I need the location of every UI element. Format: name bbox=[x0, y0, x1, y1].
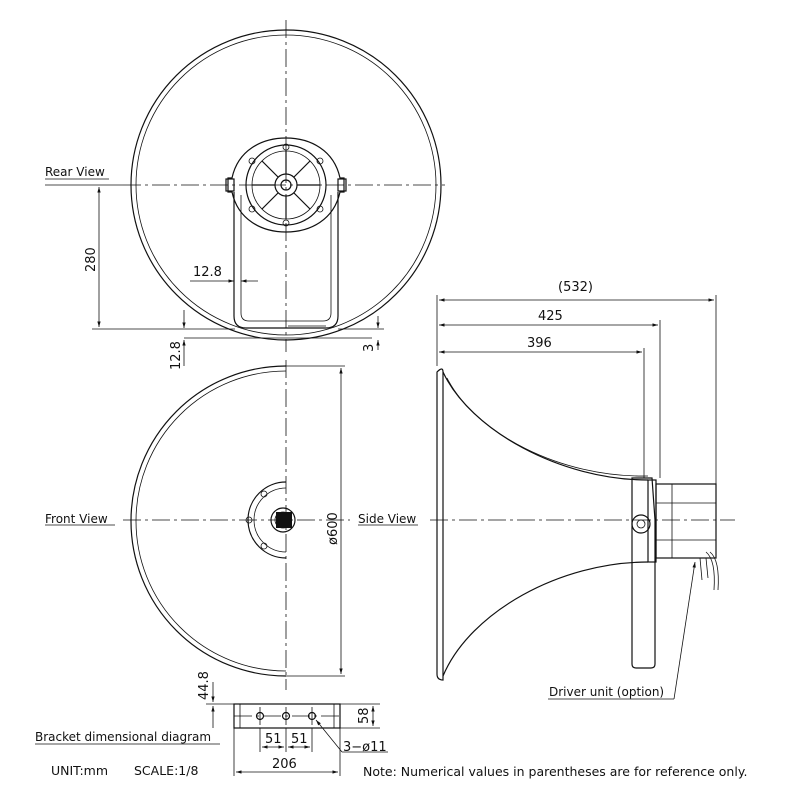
dim-44-8: 44.8 bbox=[197, 671, 212, 700]
dim-51-left: 51 bbox=[265, 732, 282, 747]
dim-396: 396 bbox=[527, 336, 552, 351]
dim-3: 3 bbox=[362, 344, 377, 352]
front-center-throat bbox=[245, 481, 296, 559]
rear-view-label: Rear View bbox=[45, 165, 105, 179]
side-view bbox=[430, 368, 735, 681]
dim-12-8-vertical: 12.8 bbox=[169, 341, 184, 370]
scale-label: SCALE:1/8 bbox=[134, 763, 198, 778]
front-view-label: Front View bbox=[45, 512, 108, 526]
dim-51-right: 51 bbox=[291, 732, 308, 747]
bracket-diagram-label: Bracket dimensional diagram bbox=[35, 730, 211, 744]
bracket-diagram bbox=[233, 703, 341, 729]
rear-driver-housing bbox=[225, 137, 347, 233]
dim-600-diameter: ø600 bbox=[326, 512, 341, 545]
rear-view bbox=[123, 20, 445, 352]
dim-425: 425 bbox=[538, 309, 563, 324]
dim-532: (532) bbox=[558, 280, 593, 295]
driver-unit-callout: Driver unit (option) bbox=[549, 685, 664, 699]
dim-58: 58 bbox=[357, 707, 372, 724]
dim-280: 280 bbox=[84, 247, 99, 272]
reference-note: Note: Numerical values in parentheses ar… bbox=[363, 764, 747, 779]
dim-206: 206 bbox=[272, 757, 297, 772]
front-dimensions bbox=[45, 368, 418, 674]
dim-12-8-horizontal: 12.8 bbox=[193, 265, 222, 280]
side-dimensions bbox=[436, 295, 717, 700]
bracket-dimensions bbox=[35, 682, 388, 776]
rear-bracket bbox=[233, 192, 339, 329]
side-view-label: Side View bbox=[358, 512, 416, 526]
dim-holes: 3−ø11 bbox=[343, 740, 387, 755]
rear-dimensions bbox=[45, 178, 384, 366]
unit-label: UNIT:mm bbox=[51, 763, 108, 778]
front-view bbox=[123, 360, 350, 690]
